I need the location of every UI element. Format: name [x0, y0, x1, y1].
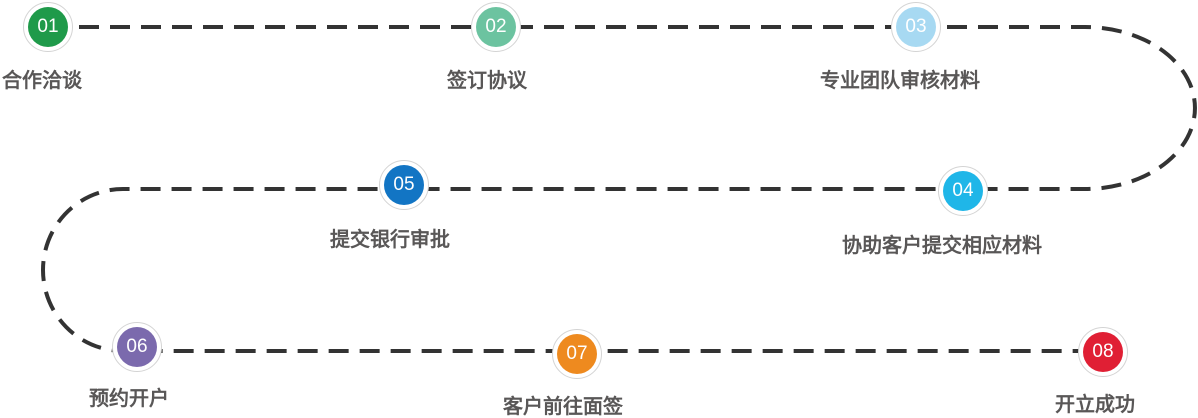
step-node-05: 05: [379, 160, 429, 210]
step-node-02: 02: [471, 2, 521, 52]
step-label-01: 合作洽谈: [2, 68, 82, 92]
step-node-07: 07: [552, 329, 602, 379]
step-label-06: 预约开户: [89, 386, 169, 410]
step-label-03: 专业团队审核材料: [820, 68, 980, 92]
step-label-02: 签订协议: [447, 68, 527, 92]
step-node-03: 03: [891, 2, 941, 52]
step-node-06: 06: [112, 322, 162, 372]
step-badge-06: 06: [117, 327, 157, 367]
step-badge-02: 02: [476, 7, 516, 47]
step-label-04: 协助客户提交相应材料: [842, 233, 1042, 257]
step-badge-01: 01: [28, 7, 68, 47]
dashed-route-line: [41, 25, 1197, 353]
step-node-04: 04: [938, 166, 988, 216]
step-label-05: 提交银行审批: [330, 227, 450, 251]
step-node-01: 01: [23, 2, 73, 52]
step-node-08: 08: [1078, 327, 1128, 377]
step-badge-07: 07: [557, 334, 597, 374]
step-label-07: 客户前往面签: [503, 394, 623, 418]
step-badge-03: 03: [896, 7, 936, 47]
step-badge-05: 05: [384, 165, 424, 205]
step-badge-08: 08: [1083, 332, 1123, 372]
step-label-08: 开立成功: [1055, 392, 1135, 416]
step-badge-04: 04: [943, 171, 983, 211]
